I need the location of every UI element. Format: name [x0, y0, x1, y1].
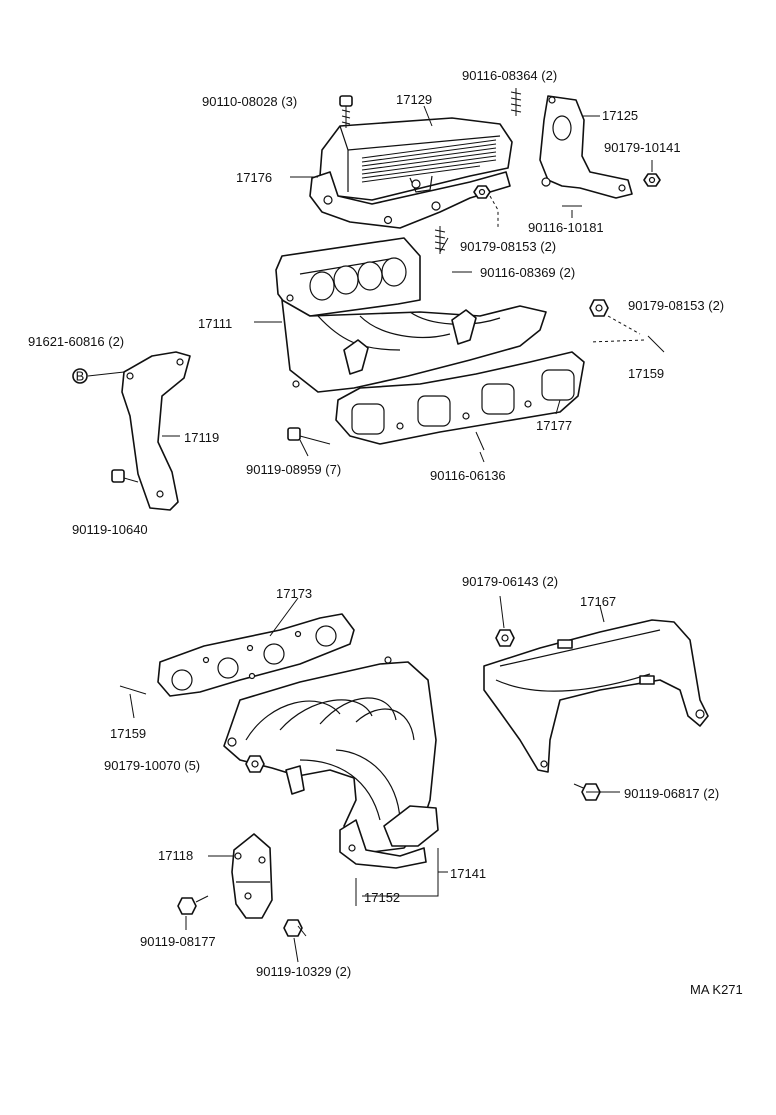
stud-90116-08364	[510, 88, 522, 116]
intake-manifold	[275, 237, 547, 393]
stud-17159-upper	[589, 335, 665, 353]
label-91621-60816: 91621-60816 (2)	[28, 334, 124, 349]
label-17173: 17173	[276, 586, 312, 601]
label-17159-upper: 17159	[628, 366, 664, 381]
label-17111: 17111	[198, 316, 232, 331]
exhaust-manifold-gasket	[157, 613, 355, 697]
bolt-90119-08959	[287, 427, 331, 445]
label-17141: 17141	[450, 866, 486, 881]
label-90116-08364: 90116-08364 (2)	[462, 68, 557, 83]
nut-90179-10070	[245, 755, 265, 773]
bolt-90119-08177	[177, 895, 209, 915]
label-90116-10181: 90116-10181	[528, 220, 604, 235]
stud-90116-06136	[475, 431, 485, 451]
bolt-90119-10640	[111, 469, 139, 483]
label-17176: 17176	[236, 170, 272, 185]
label-17118: 17118	[158, 848, 193, 863]
washer-mark: B	[76, 369, 85, 384]
label-90119-10640: 90119-10640	[72, 522, 148, 537]
label-90119-08177: 90119-08177	[140, 934, 216, 949]
washer-91621-60816: B	[72, 368, 88, 384]
manifold-stay-bracket	[121, 351, 191, 511]
label-90179-06143: 90179-06143 (2)	[462, 574, 558, 589]
label-90119-10329: 90119-10329 (2)	[256, 964, 351, 979]
label-17119: 17119	[184, 430, 219, 445]
label-17125: 17125	[602, 108, 638, 123]
stud-90116-08369	[434, 226, 446, 254]
label-17159-lower: 17159	[110, 726, 146, 741]
label-90179-10141: 90179-10141	[604, 140, 681, 155]
label-90179-10070: 90179-10070 (5)	[104, 758, 200, 773]
exhaust-manifold-stay	[231, 833, 273, 919]
nut-90179-06143	[495, 629, 515, 647]
bolt-90110-08028	[339, 95, 353, 128]
exhaust-manifold	[223, 656, 439, 869]
stud-17159-lower	[119, 685, 147, 695]
label-90116-08369: 90116-08369 (2)	[480, 265, 575, 280]
leader-lines	[87, 105, 653, 963]
label-90119-08959: 90119-08959 (7)	[246, 462, 341, 477]
label-17167: 17167	[580, 594, 616, 609]
label-90119-06817: 90119-06817 (2)	[624, 786, 719, 801]
intake-stay-bracket	[539, 95, 633, 199]
exhaust-heat-insulator	[483, 619, 709, 773]
label-90179-08153-right: 90179-08153 (2)	[628, 298, 724, 313]
label-17177: 17177	[536, 418, 572, 433]
label-90110-08028: 90110-08028 (3)	[202, 94, 297, 109]
bolt-90119-10329	[283, 919, 307, 937]
part-number-labels: 90110-08028 (3) 17129 90116-08364 (2) 17…	[28, 68, 743, 997]
nut-90179-08153-upper	[473, 185, 499, 228]
label-90179-08153-upper: 90179-08153 (2)	[460, 239, 556, 254]
label-17152: 17152	[364, 890, 400, 905]
nut-90179-08153-right	[589, 299, 641, 335]
intake-manifold-gasket	[335, 351, 585, 445]
nut-90179-10141	[643, 173, 661, 187]
label-17129: 17129	[396, 92, 432, 107]
label-90116-06136: 90116-06136	[430, 468, 506, 483]
page-code: MA K271	[690, 982, 743, 997]
